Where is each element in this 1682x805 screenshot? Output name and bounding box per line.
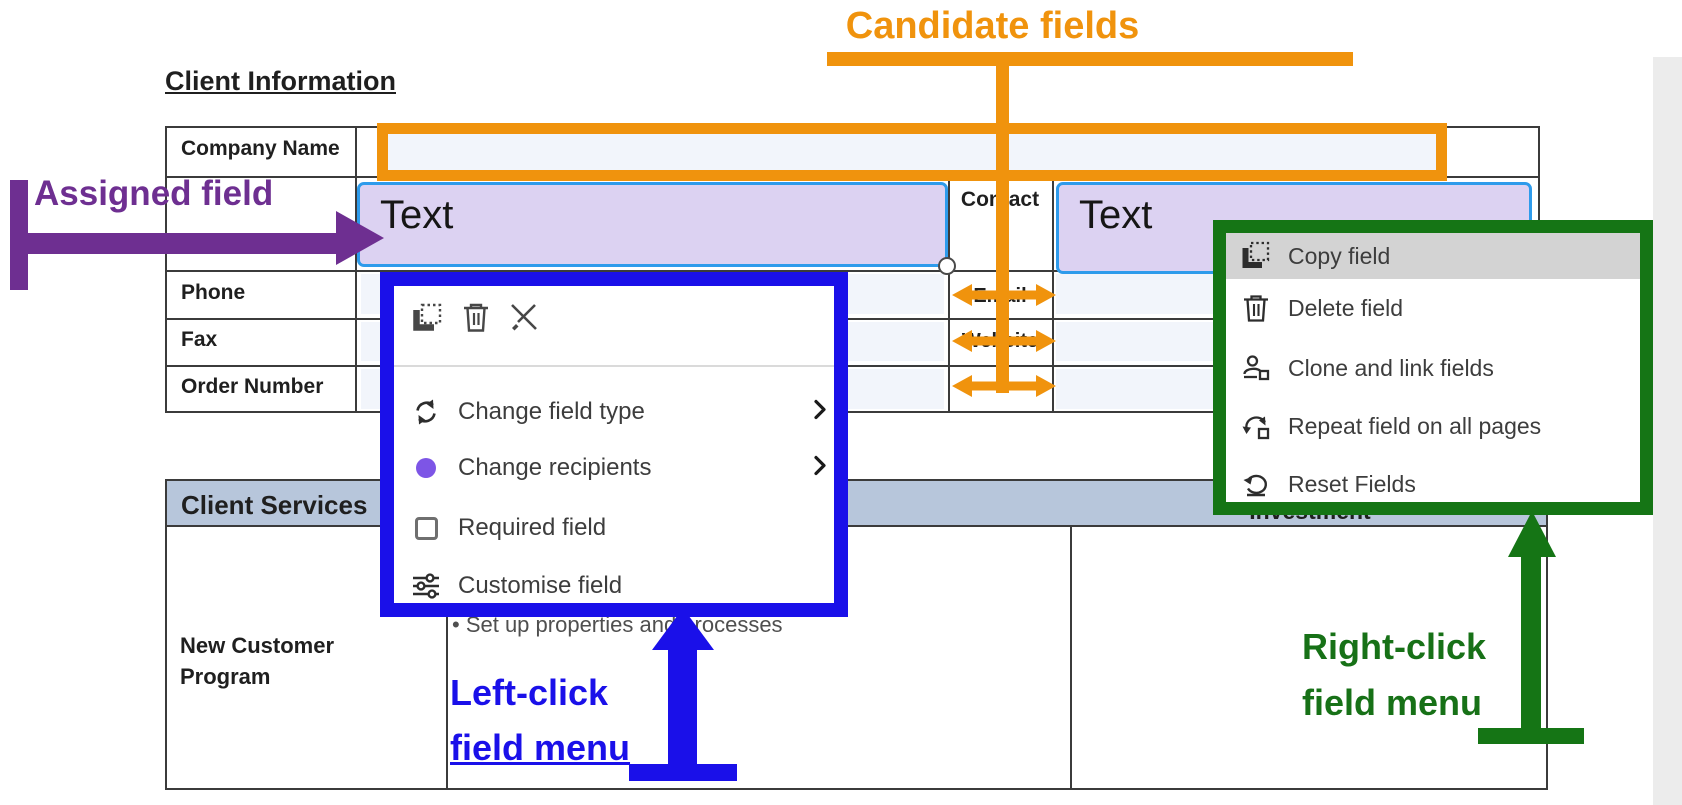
menu-item-label: Copy field: [1288, 242, 1391, 269]
left-click-label-line2: field menu: [450, 727, 631, 768]
menu-item-change-recipients[interactable]: Change recipients: [394, 446, 834, 490]
menu-item-clone-link-fields[interactable]: Clone and link fields: [1226, 345, 1640, 391]
left-click-field-menu: Change field type Change recipients Requ…: [380, 272, 848, 617]
clone-icon: [1238, 353, 1274, 383]
assigned-arrow-head: [336, 211, 384, 265]
menu-item-required-field[interactable]: Required field: [394, 506, 834, 550]
candidate-fields-label: Candidate fields: [845, 5, 1140, 47]
candidate-pointer-line: [996, 63, 1009, 393]
double-arrow-icon: [952, 284, 1056, 306]
chevron-right-icon: [812, 398, 828, 427]
menu-item-label: Required field: [458, 514, 607, 541]
left-click-label-line1: Left-click: [450, 672, 609, 713]
right-click-arrow-head: [1508, 511, 1556, 557]
menu-item-label: Delete field: [1288, 294, 1404, 321]
menu-item-repeat-field[interactable]: Repeat field on all pages: [1226, 403, 1640, 449]
right-click-field-menu: Copy field Delete field Clone and link f…: [1213, 220, 1653, 515]
row-label-order-number: Order Number: [181, 375, 324, 398]
menu-item-label: Change recipients: [458, 454, 652, 481]
menu-item-delete-field[interactable]: Delete field: [1226, 285, 1640, 331]
assigned-text-field-1[interactable]: Text: [357, 182, 948, 267]
chevron-right-icon: [812, 454, 828, 483]
right-click-label-line1: Right-click: [1302, 626, 1487, 667]
sliders-icon: [408, 572, 444, 600]
menu-item-customise-field[interactable]: Customise field: [394, 564, 834, 608]
table-line: [1070, 527, 1072, 790]
row-label-company-name: Company Name: [181, 137, 340, 160]
menu-item-label: Change field type: [458, 398, 645, 425]
double-arrow-icon: [952, 375, 1056, 397]
refresh-icon: [408, 398, 444, 426]
checkbox-icon[interactable]: [408, 516, 444, 540]
candidate-underline-bar: [827, 52, 1353, 66]
services-title: Client Services: [181, 490, 368, 520]
left-click-arrow-head: [652, 608, 714, 650]
left-click-arrow-base: [629, 764, 737, 781]
table-line: [446, 527, 448, 790]
table-line: [948, 176, 950, 413]
menu-item-label: Repeat field on all pages: [1288, 412, 1542, 439]
recipient-dot-icon: [408, 458, 444, 478]
right-click-label-line2: field menu: [1302, 682, 1483, 723]
trash-icon: [1238, 293, 1274, 324]
reset-icon: [1238, 469, 1274, 499]
double-arrow-icon: [952, 330, 1056, 352]
assigned-field-label: Assigned field: [34, 174, 274, 213]
delete-field-icon[interactable]: [461, 301, 491, 339]
right-click-arrow-base: [1478, 728, 1584, 744]
copy-field-icon[interactable]: [410, 302, 444, 339]
document-heading: Client Information: [165, 66, 396, 96]
menu-item-reset-fields[interactable]: Reset Fields: [1226, 461, 1640, 507]
table-line: [165, 318, 1540, 320]
menu-item-label: Clone and link fields: [1288, 354, 1494, 381]
candidate-field-company-name[interactable]: [377, 123, 1447, 181]
menu-divider: [394, 365, 834, 367]
row-label-phone: Phone: [181, 281, 246, 304]
table-line: [165, 365, 1540, 367]
resize-handle[interactable]: [938, 257, 956, 275]
menu-highlight: [1226, 233, 1640, 279]
page-edge-strip: [1653, 57, 1682, 805]
table-line: [355, 126, 357, 413]
menu-item-copy-field[interactable]: Copy field: [1226, 233, 1640, 279]
table-line: [165, 270, 1540, 272]
row-label-fax: Fax: [181, 328, 218, 351]
left-click-arrow-shaft: [668, 646, 697, 772]
services-row-label: New Customer Program: [180, 633, 335, 689]
menu-item-label: Customise field: [458, 572, 623, 599]
copy-field-icon: [1238, 241, 1274, 271]
assigned-arrow-shaft: [10, 233, 336, 254]
menu-item-change-field-type[interactable]: Change field type: [394, 390, 834, 434]
menu-item-label: Reset Fields: [1288, 470, 1416, 497]
unlink-pen-icon[interactable]: [506, 299, 542, 340]
right-click-arrow-shaft: [1521, 555, 1541, 735]
repeat-icon: [1238, 411, 1274, 441]
